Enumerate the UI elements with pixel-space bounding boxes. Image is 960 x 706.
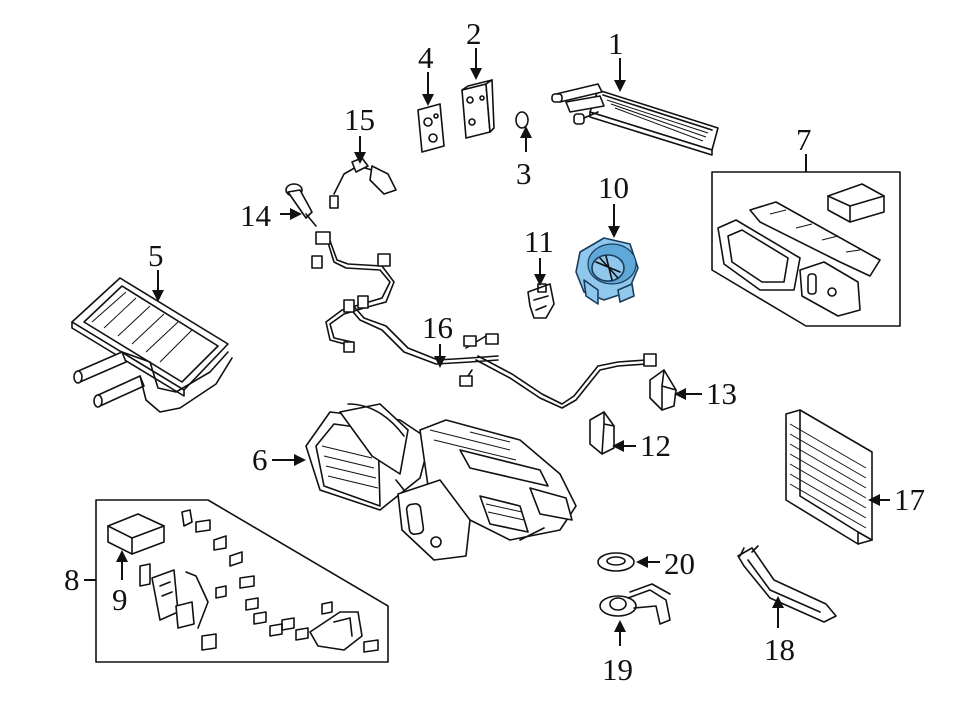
callout-label-16: 16 <box>422 310 453 345</box>
part-16-wiring-harness[interactable] <box>311 231 657 409</box>
callout-label-3: 3 <box>516 156 532 191</box>
callout-10: 10 <box>598 170 629 238</box>
callout-label-17: 17 <box>894 482 925 517</box>
callout-12: 12 <box>612 428 671 463</box>
part-9-box[interactable] <box>107 513 165 555</box>
callout-label-1: 1 <box>608 26 624 61</box>
callout-label-18: 18 <box>764 632 795 667</box>
callout-20: 20 <box>636 546 695 581</box>
callout-label-11: 11 <box>524 224 554 259</box>
callout-19: 19 <box>602 620 633 687</box>
callout-label-12: 12 <box>640 428 671 463</box>
callout-7: 7 <box>796 122 812 172</box>
callout-13: 13 <box>674 376 737 411</box>
part-3-o-ring[interactable] <box>515 111 529 129</box>
callout-label-5: 5 <box>148 238 164 273</box>
part-15-temp-sensor[interactable] <box>329 157 397 209</box>
part-20-grommet[interactable] <box>597 552 635 572</box>
callout-label-13: 13 <box>706 376 737 411</box>
callout-label-7: 7 <box>796 122 812 157</box>
part-13-actuator[interactable] <box>649 369 677 411</box>
callout-label-4: 4 <box>418 40 434 75</box>
callout-8: 8 <box>64 562 96 597</box>
callout-2: 2 <box>466 16 482 80</box>
callout-label-14: 14 <box>240 198 272 233</box>
callout-label-2: 2 <box>466 16 482 51</box>
callout-16: 16 <box>422 310 453 368</box>
part-10-blower-motor[interactable] <box>575 237 639 305</box>
part-18-bracket[interactable] <box>737 545 837 623</box>
callout-label-20: 20 <box>664 546 695 581</box>
callout-3: 3 <box>516 126 532 191</box>
callout-label-19: 19 <box>602 652 633 687</box>
callout-14: 14 <box>240 198 302 233</box>
callout-11: 11 <box>524 224 554 286</box>
part-5-heater-core[interactable] <box>71 277 233 413</box>
part-8-hardware-kit[interactable] <box>95 499 389 663</box>
callout-1: 1 <box>608 26 626 92</box>
callout-9: 9 <box>112 550 128 617</box>
part-2-expansion-valve[interactable] <box>461 79 495 139</box>
part-12-actuator[interactable] <box>589 411 615 455</box>
callout-5: 5 <box>148 238 164 302</box>
callout-18: 18 <box>764 596 795 667</box>
part-14-sensor[interactable] <box>285 183 317 227</box>
part-4-gasket[interactable] <box>417 103 445 153</box>
callout-label-10: 10 <box>598 170 629 205</box>
part-19-drain-tube[interactable] <box>599 583 671 625</box>
callout-4: 4 <box>418 40 434 106</box>
hardware-fasteners <box>139 509 379 653</box>
callout-label-9: 9 <box>112 582 128 617</box>
callout-label-6: 6 <box>252 442 268 477</box>
callout-15: 15 <box>344 102 375 164</box>
part-6-hvac-case[interactable] <box>305 403 577 561</box>
callout-label-8: 8 <box>64 562 80 597</box>
callout-17: 17 <box>868 482 925 517</box>
callout-label-15: 15 <box>344 102 375 137</box>
part-17-cabin-filter[interactable] <box>785 409 873 545</box>
part-11-resistor[interactable] <box>527 283 555 319</box>
callout-6: 6 <box>252 442 306 477</box>
part-7-kit[interactable] <box>711 171 901 327</box>
part-1-evaporator-core[interactable] <box>551 83 719 156</box>
